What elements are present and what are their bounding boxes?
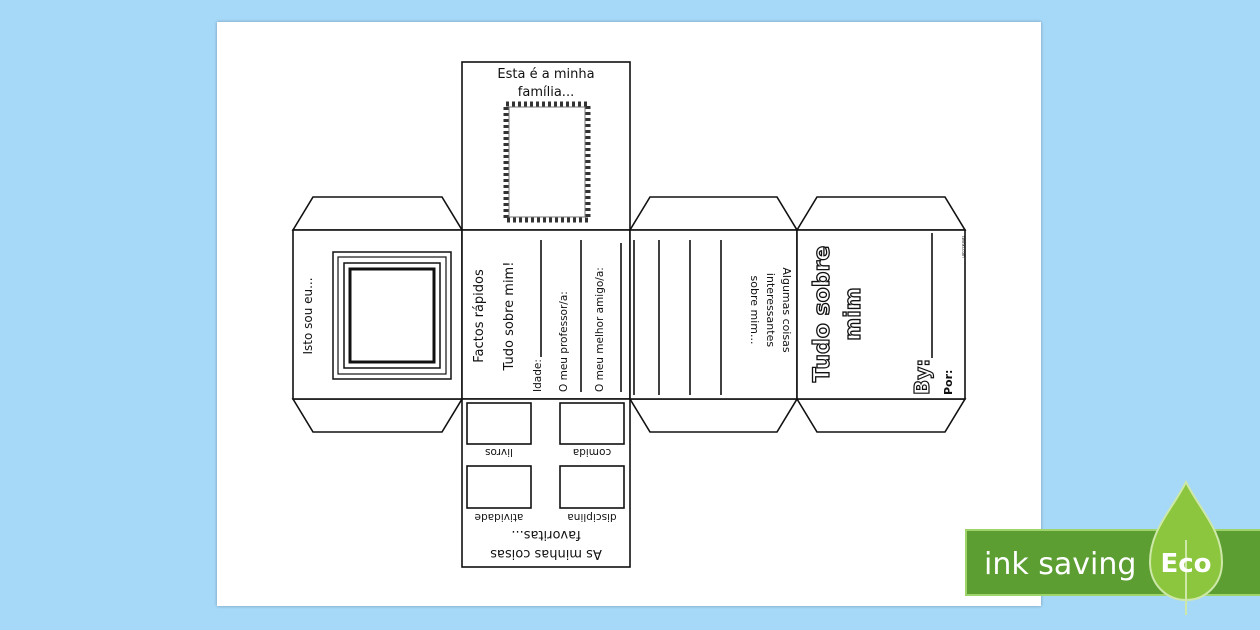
favourite-box-books (466, 402, 532, 445)
ink-saving-text: ink saving (984, 547, 1136, 582)
family-title-1: Esta é a minha (497, 67, 594, 82)
cover-title-2: mim (841, 287, 866, 340)
tab (795, 196, 967, 231)
favourite-box-activity (466, 465, 532, 509)
face-interesting (629, 229, 798, 400)
favourite-box-subject (559, 465, 625, 509)
favourites-title-2: favoritas... (511, 527, 580, 542)
por-label: Por: (942, 370, 955, 395)
favourite-box-food (559, 402, 625, 445)
tab (795, 398, 967, 433)
age-label: Idade: (532, 359, 544, 392)
tab (628, 196, 799, 231)
favourite-label: livros (485, 446, 513, 458)
brand-text: twinkl.com (961, 236, 966, 258)
photo-frame (332, 251, 452, 380)
eco-text: Eco (1160, 549, 1211, 579)
face-cover (796, 229, 966, 400)
tab (291, 196, 464, 231)
face-facts (461, 229, 631, 400)
ink-saving-badge: ink saving Eco (965, 479, 1260, 615)
favourite-label: atividade (475, 511, 524, 523)
interesting-line-1: Algumas coisas (780, 267, 793, 353)
facts-subtitle: Tudo sobre mim! (502, 262, 517, 372)
interesting-line-3: sobre mim... (748, 276, 761, 345)
me-label: Isto sou eu... (301, 277, 315, 354)
favourite-label: disciplina (567, 511, 616, 523)
by-label: By: (910, 359, 934, 395)
favourite-label: comida (573, 446, 611, 458)
tab (291, 398, 464, 433)
teacher-label: O meu professor/a: (558, 291, 570, 392)
decorative-photo-frame (503, 101, 591, 223)
interesting-line-2: interessantes (764, 273, 777, 347)
friend-label: O meu melhor amigo/a: (594, 267, 606, 392)
facts-title: Factos rápidos (472, 269, 487, 363)
tab (628, 398, 799, 433)
cover-title-1: Tudo sobre (810, 246, 835, 383)
face-family (461, 61, 631, 231)
favourites-title-1: As minhas coisas (490, 546, 602, 561)
family-title-2: família... (518, 85, 574, 100)
